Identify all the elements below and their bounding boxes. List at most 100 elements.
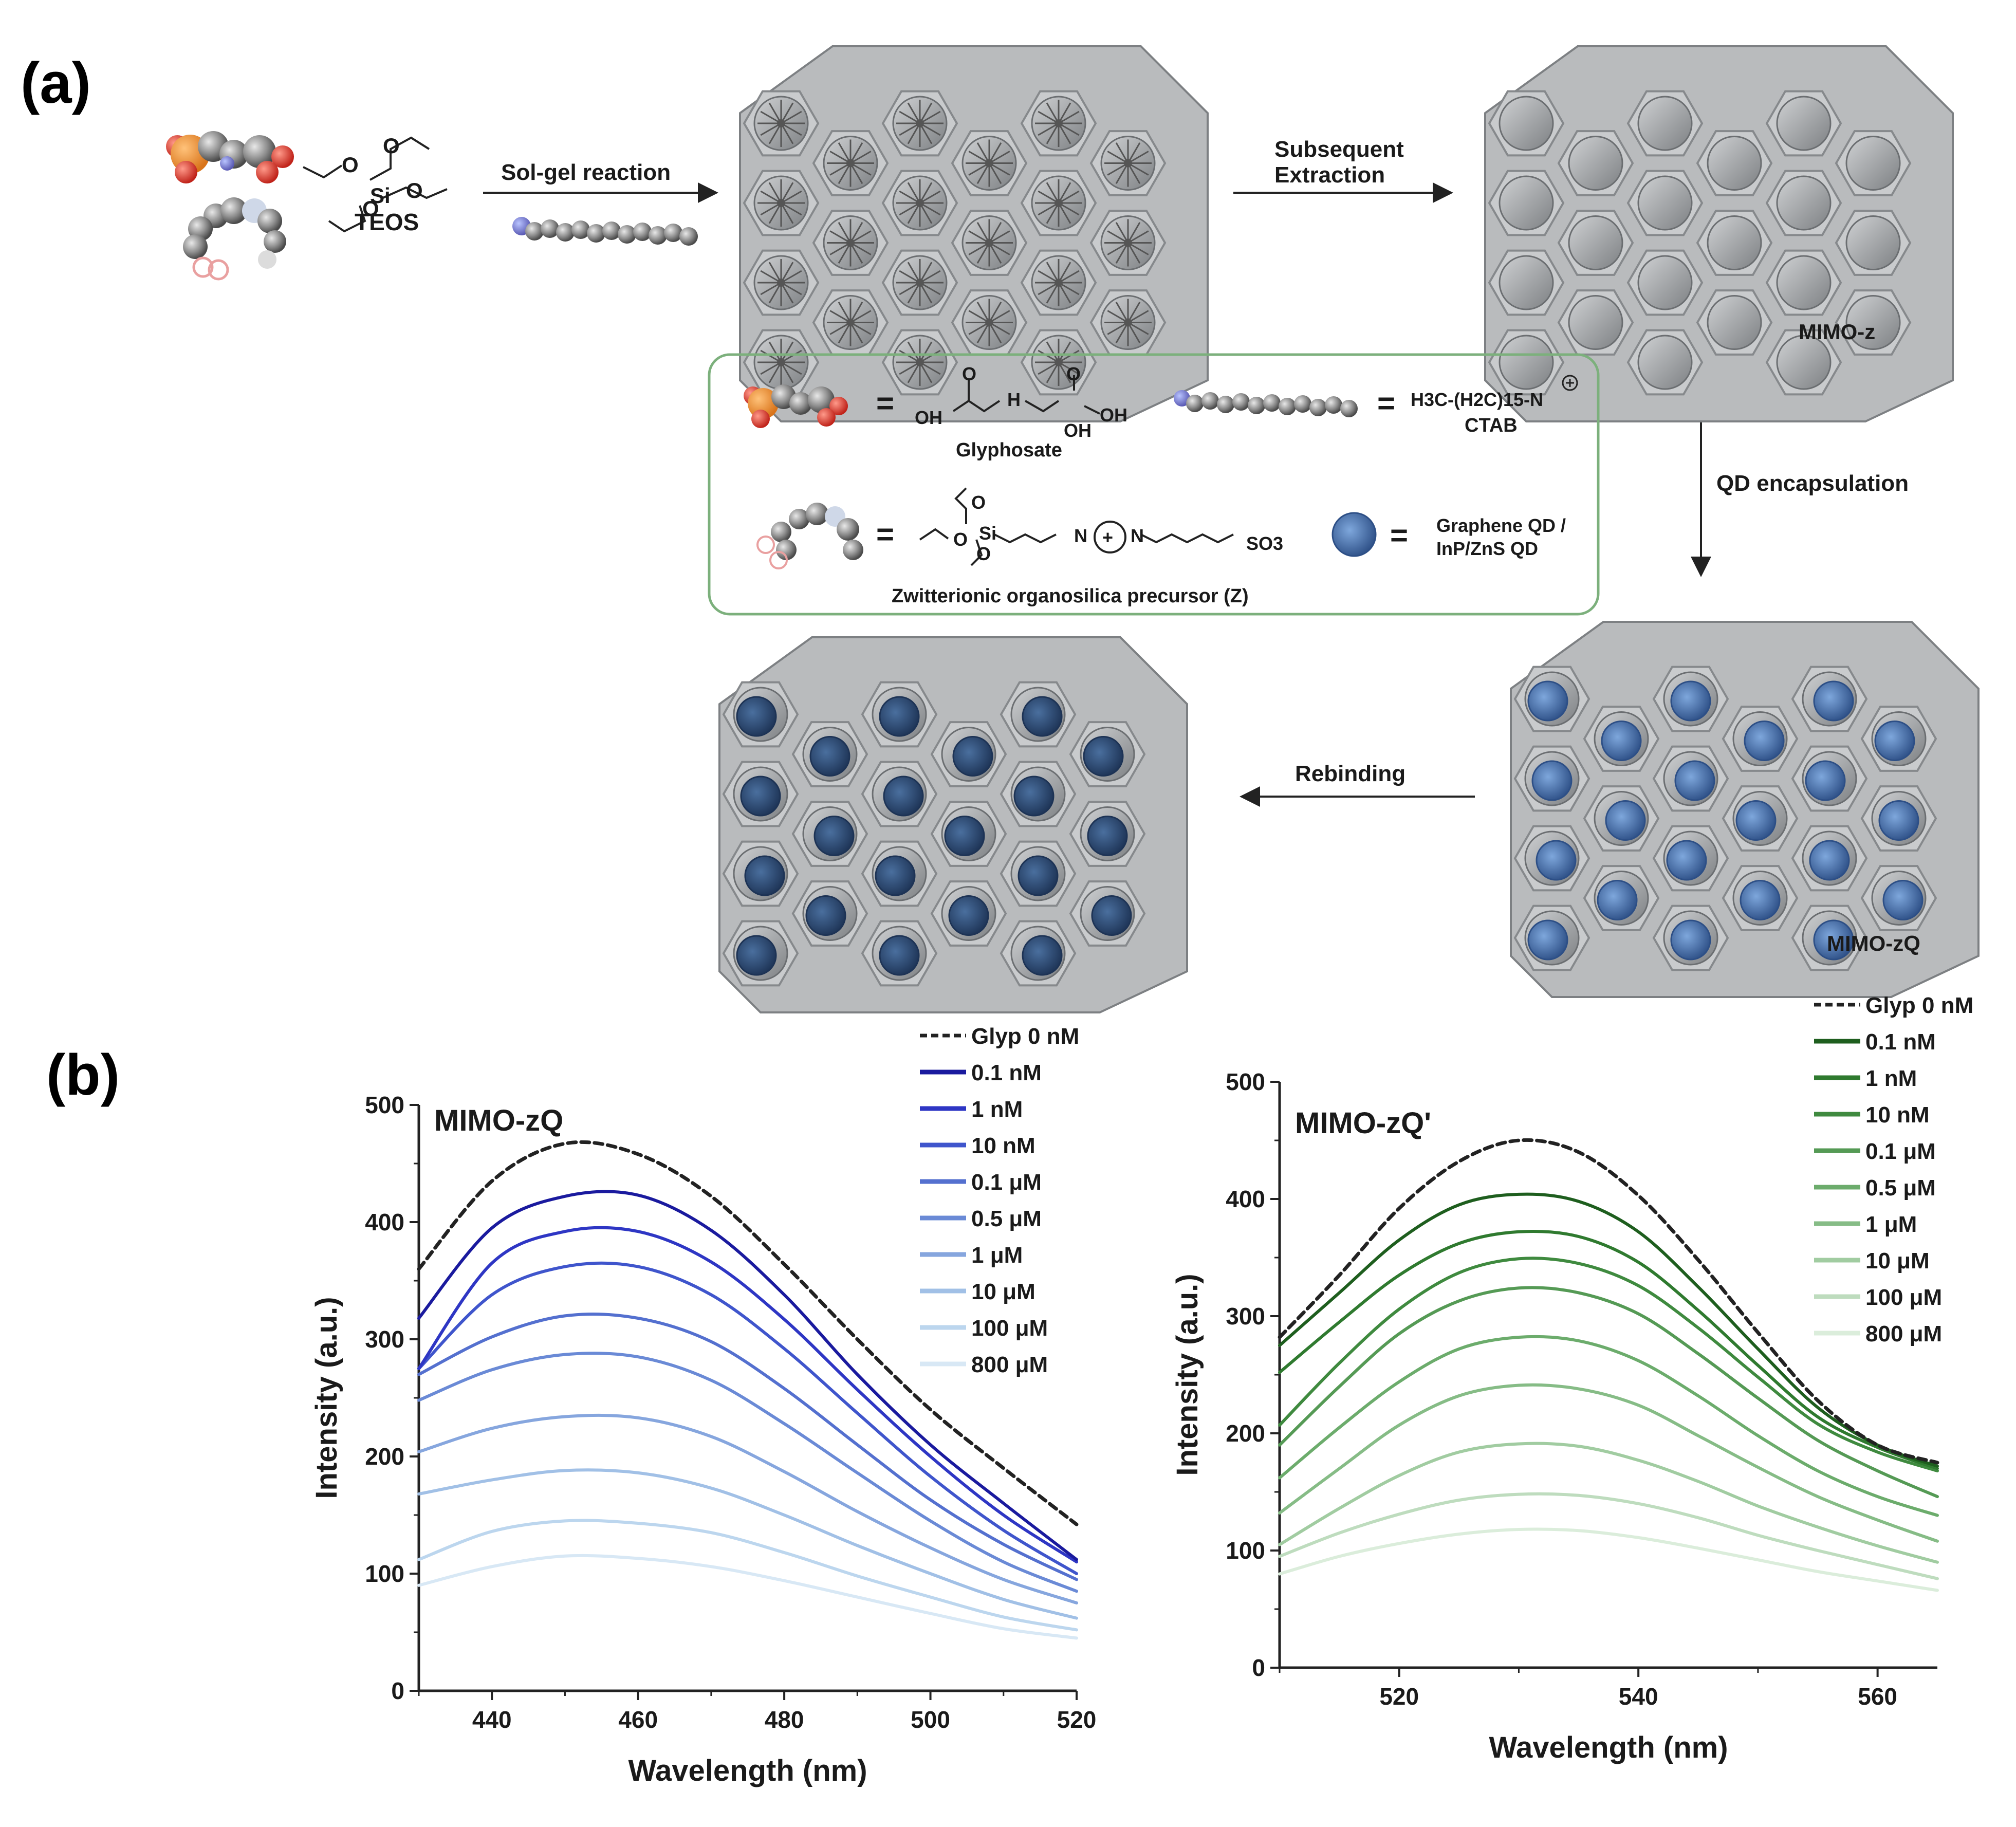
- x-axis-title: Wavelength (nm): [1489, 1731, 1728, 1764]
- quenched-quantum-dot: [809, 736, 850, 777]
- zwitterion-structure: [919, 487, 1234, 566]
- framework-pore: [1845, 295, 1901, 350]
- teos-o-label-2: O: [383, 134, 400, 158]
- panel-a: (a): [21, 45, 1980, 1013]
- extraction-label-line1: Subsequent: [1274, 137, 1404, 162]
- quantum-dot: [1601, 721, 1642, 761]
- glyphosate-h: H: [1007, 389, 1021, 410]
- framework-pore: [1637, 255, 1693, 310]
- quantum-dot: [1605, 800, 1646, 841]
- quantum-dot: [1809, 840, 1850, 881]
- framework-pore: [1499, 175, 1554, 231]
- micelle-core: [846, 318, 855, 327]
- quenched-quantum-dot: [944, 816, 985, 856]
- legend-label: 10 nM: [1865, 1102, 1930, 1128]
- legend-label: 10 nM: [971, 1133, 1035, 1158]
- glyphosate-o-phosphoryl: O: [1066, 363, 1081, 384]
- quenched-quantum-dot: [883, 776, 924, 817]
- zwitterion-n-1: N: [1074, 525, 1087, 546]
- quenched-quantum-dot: [744, 855, 785, 896]
- x-tick-label: 460: [618, 1706, 658, 1733]
- qd-encapsulation-label: QD encapsulation: [1716, 471, 1909, 496]
- glyphosate-oh-1: OH: [1100, 404, 1127, 426]
- quenched-quantum-dot: [875, 855, 916, 896]
- y-tick-label: 200: [365, 1443, 404, 1470]
- zwitterion-plus: +: [1102, 527, 1113, 548]
- panel-a-letter: (a): [21, 51, 91, 115]
- y-tick-label: 500: [1226, 1068, 1265, 1095]
- framework-pore: [1499, 96, 1554, 151]
- micelle-core: [1055, 279, 1063, 287]
- legend-equals-1: =: [876, 386, 894, 420]
- quantum-dot: [1531, 760, 1573, 801]
- quenched-quantum-dot: [1022, 696, 1063, 737]
- sol-gel-reaction-label: Sol-gel reaction: [501, 160, 671, 185]
- quenched-quantum-dot: [879, 696, 920, 737]
- framework-pore: [1499, 255, 1554, 310]
- quenched-quantum-dot: [813, 816, 855, 856]
- y-tick-label: 400: [365, 1209, 404, 1235]
- framework-pore: [1776, 175, 1832, 231]
- micelle-core: [916, 358, 924, 366]
- quenched-quantum-dot: [952, 736, 993, 777]
- quenched-quantum-dot: [736, 935, 777, 976]
- quenched-quantum-dot: [805, 895, 846, 936]
- glyphosate-oh-2: OH: [1064, 420, 1092, 441]
- teos-o-label-4: O: [362, 196, 379, 220]
- mimo-z-label: MIMO-z: [1799, 320, 1875, 344]
- framework-pore: [1707, 136, 1762, 191]
- quantum-dot: [1670, 680, 1711, 722]
- quenched-quantum-dot: [948, 895, 989, 936]
- micelle-core: [985, 159, 993, 168]
- series-line-1-nM: [1278, 1229, 1939, 1470]
- legend-equals-2: =: [1377, 386, 1395, 420]
- glyphosate-o-carbonyl: O: [962, 363, 976, 384]
- framework-pore: [1568, 136, 1623, 191]
- legend-label: 100 μM: [971, 1316, 1048, 1341]
- x-tick-label: 500: [911, 1706, 950, 1733]
- micelle-core: [985, 238, 993, 247]
- teos-o-label-1: O: [342, 153, 359, 177]
- glyphosate-ho: OH: [915, 407, 942, 428]
- quenched-quantum-dot: [736, 696, 777, 737]
- quantum-dot: [1527, 680, 1568, 722]
- quantum-dot: [1670, 919, 1711, 961]
- quenched-quantum-dot: [1022, 935, 1063, 976]
- series-line-0.5-uM: [1278, 1335, 1939, 1517]
- framework-pore: [1637, 96, 1693, 151]
- micelle-core: [916, 199, 924, 207]
- legend-label: Glyp 0 nM: [1865, 993, 1973, 1018]
- series-line-Glyp-0-nM: [1278, 1138, 1939, 1465]
- quantum-dot: [1878, 800, 1919, 841]
- y-tick-label: 400: [1226, 1186, 1265, 1212]
- series-line-1-uM: [417, 1413, 1078, 1604]
- series-line-0.1-nM: [1278, 1192, 1939, 1468]
- series-line-100-uM: [417, 1519, 1078, 1632]
- quantum-dot: [1813, 680, 1854, 722]
- x-tick-label: 520: [1379, 1683, 1419, 1710]
- framework-pore: [1776, 255, 1832, 310]
- ctab-positive-charge-icon: [1562, 375, 1578, 391]
- framework-pore: [1845, 215, 1901, 270]
- legend-label: 0.1 nM: [971, 1060, 1042, 1085]
- micelle-core: [1055, 358, 1063, 366]
- framework-pore: [1568, 215, 1623, 270]
- legend-label: 0.5 μM: [971, 1206, 1042, 1231]
- legend-ctab-icon: [1174, 390, 1358, 417]
- zwitterion-o-3: O: [976, 543, 991, 564]
- series-line-0.1-uM: [1278, 1286, 1939, 1499]
- quenched-quantum-dot: [1013, 776, 1055, 817]
- series-line-10-nM: [417, 1261, 1078, 1575]
- legend-label: 10 μM: [1865, 1248, 1930, 1274]
- micelle-core: [1124, 159, 1132, 168]
- micelle-core: [1055, 199, 1063, 207]
- reagent-legend-box: = OH O H O OH OH Glyphosate: [708, 353, 1600, 616]
- quantum-dot: [1805, 760, 1846, 801]
- qd-name-line2: InP/ZnS QD: [1436, 538, 1538, 559]
- x-tick-label: 540: [1619, 1683, 1658, 1710]
- quantum-dot: [1597, 880, 1638, 920]
- legend-label: 0.1 nM: [1865, 1029, 1936, 1055]
- teos-label: TEOS: [355, 209, 419, 235]
- quenched-quantum-dot: [1087, 816, 1128, 856]
